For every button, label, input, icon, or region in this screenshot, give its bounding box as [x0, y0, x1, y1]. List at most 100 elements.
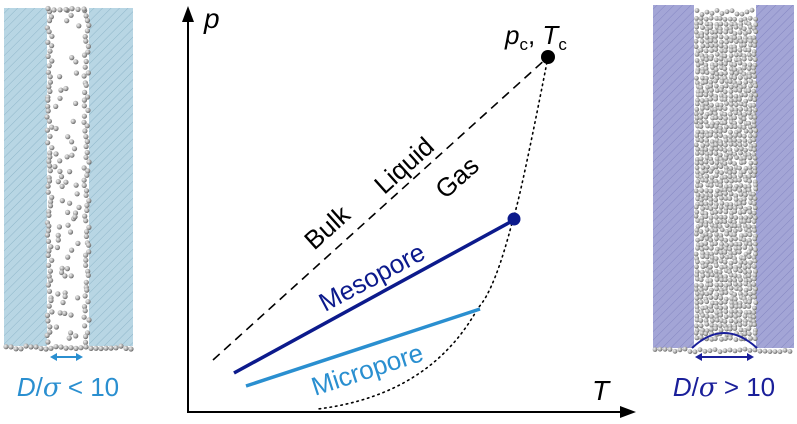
particle	[56, 224, 63, 230]
right-pore-wall-right	[756, 5, 794, 348]
particle	[714, 304, 719, 310]
particle	[751, 102, 757, 108]
particle	[713, 209, 719, 215]
particle	[719, 200, 725, 206]
particle	[704, 35, 710, 40]
particle	[752, 305, 757, 311]
particle	[83, 218, 89, 224]
particle	[713, 151, 719, 156]
particle	[722, 319, 728, 324]
particle	[732, 47, 738, 53]
particle	[698, 92, 704, 98]
particle	[86, 198, 92, 204]
particle	[84, 287, 90, 293]
particle	[709, 272, 715, 278]
particle	[723, 165, 729, 171]
particle	[718, 219, 724, 224]
particle	[718, 146, 724, 152]
particle	[741, 65, 747, 71]
particle	[749, 7, 755, 13]
particle	[728, 264, 734, 270]
particle	[752, 205, 758, 211]
particle	[733, 319, 739, 324]
particle	[737, 138, 742, 144]
particle	[752, 160, 758, 166]
particle	[693, 287, 699, 292]
x-axis-arrowhead	[620, 406, 636, 418]
particle	[694, 75, 699, 81]
particle	[708, 38, 714, 44]
particle	[739, 11, 745, 17]
particle	[62, 293, 68, 300]
particle	[742, 245, 748, 250]
particle	[733, 110, 739, 116]
particle	[48, 199, 54, 205]
particle	[81, 304, 88, 310]
particle	[733, 93, 739, 99]
particle	[694, 101, 700, 107]
particle	[733, 83, 739, 89]
particle	[705, 123, 710, 129]
particle	[722, 106, 728, 111]
particle	[71, 146, 78, 152]
particle	[724, 9, 730, 15]
mesopore-critical-point	[507, 212, 521, 226]
particle	[738, 192, 744, 197]
particle	[717, 152, 723, 158]
particle	[727, 335, 733, 341]
particle	[700, 254, 705, 259]
particle	[751, 210, 757, 216]
particle	[694, 52, 700, 57]
particle	[81, 113, 87, 119]
particle	[732, 209, 738, 215]
particle	[708, 15, 714, 21]
particle	[713, 67, 719, 72]
particle	[753, 22, 759, 28]
particle	[732, 250, 738, 256]
particle	[728, 313, 734, 318]
particle	[47, 79, 54, 85]
particle	[60, 299, 66, 306]
left-pore-particles	[3, 5, 134, 352]
particle	[739, 146, 744, 152]
particle	[699, 98, 705, 104]
particle	[699, 133, 705, 139]
particle	[753, 186, 759, 192]
particle	[705, 273, 711, 278]
particle	[752, 142, 758, 148]
particle	[723, 290, 729, 295]
particle	[49, 194, 55, 200]
particle	[81, 103, 87, 109]
particle	[747, 56, 753, 62]
particle	[700, 170, 705, 176]
particle	[46, 18, 53, 24]
particle	[713, 300, 719, 306]
particle	[62, 310, 68, 316]
particle	[747, 138, 753, 144]
particle	[748, 260, 753, 265]
particle	[704, 205, 710, 210]
particle	[738, 101, 744, 107]
particle	[694, 227, 700, 233]
particle	[752, 236, 758, 242]
particle	[724, 39, 729, 45]
particle	[699, 150, 705, 156]
particle	[751, 282, 757, 287]
micropore-coexistence-line	[245, 307, 481, 388]
particle	[747, 348, 753, 353]
particle	[59, 265, 65, 271]
particle	[742, 142, 748, 148]
particle	[728, 237, 734, 243]
particle	[723, 196, 729, 201]
particle	[695, 259, 700, 265]
particle	[699, 215, 705, 221]
particle	[81, 52, 88, 58]
particle	[695, 196, 700, 202]
particle	[718, 282, 724, 288]
particle	[752, 39, 758, 45]
particle	[753, 269, 758, 274]
particle	[45, 97, 51, 103]
particle	[708, 232, 713, 238]
particle	[743, 287, 749, 293]
particle	[748, 83, 753, 89]
